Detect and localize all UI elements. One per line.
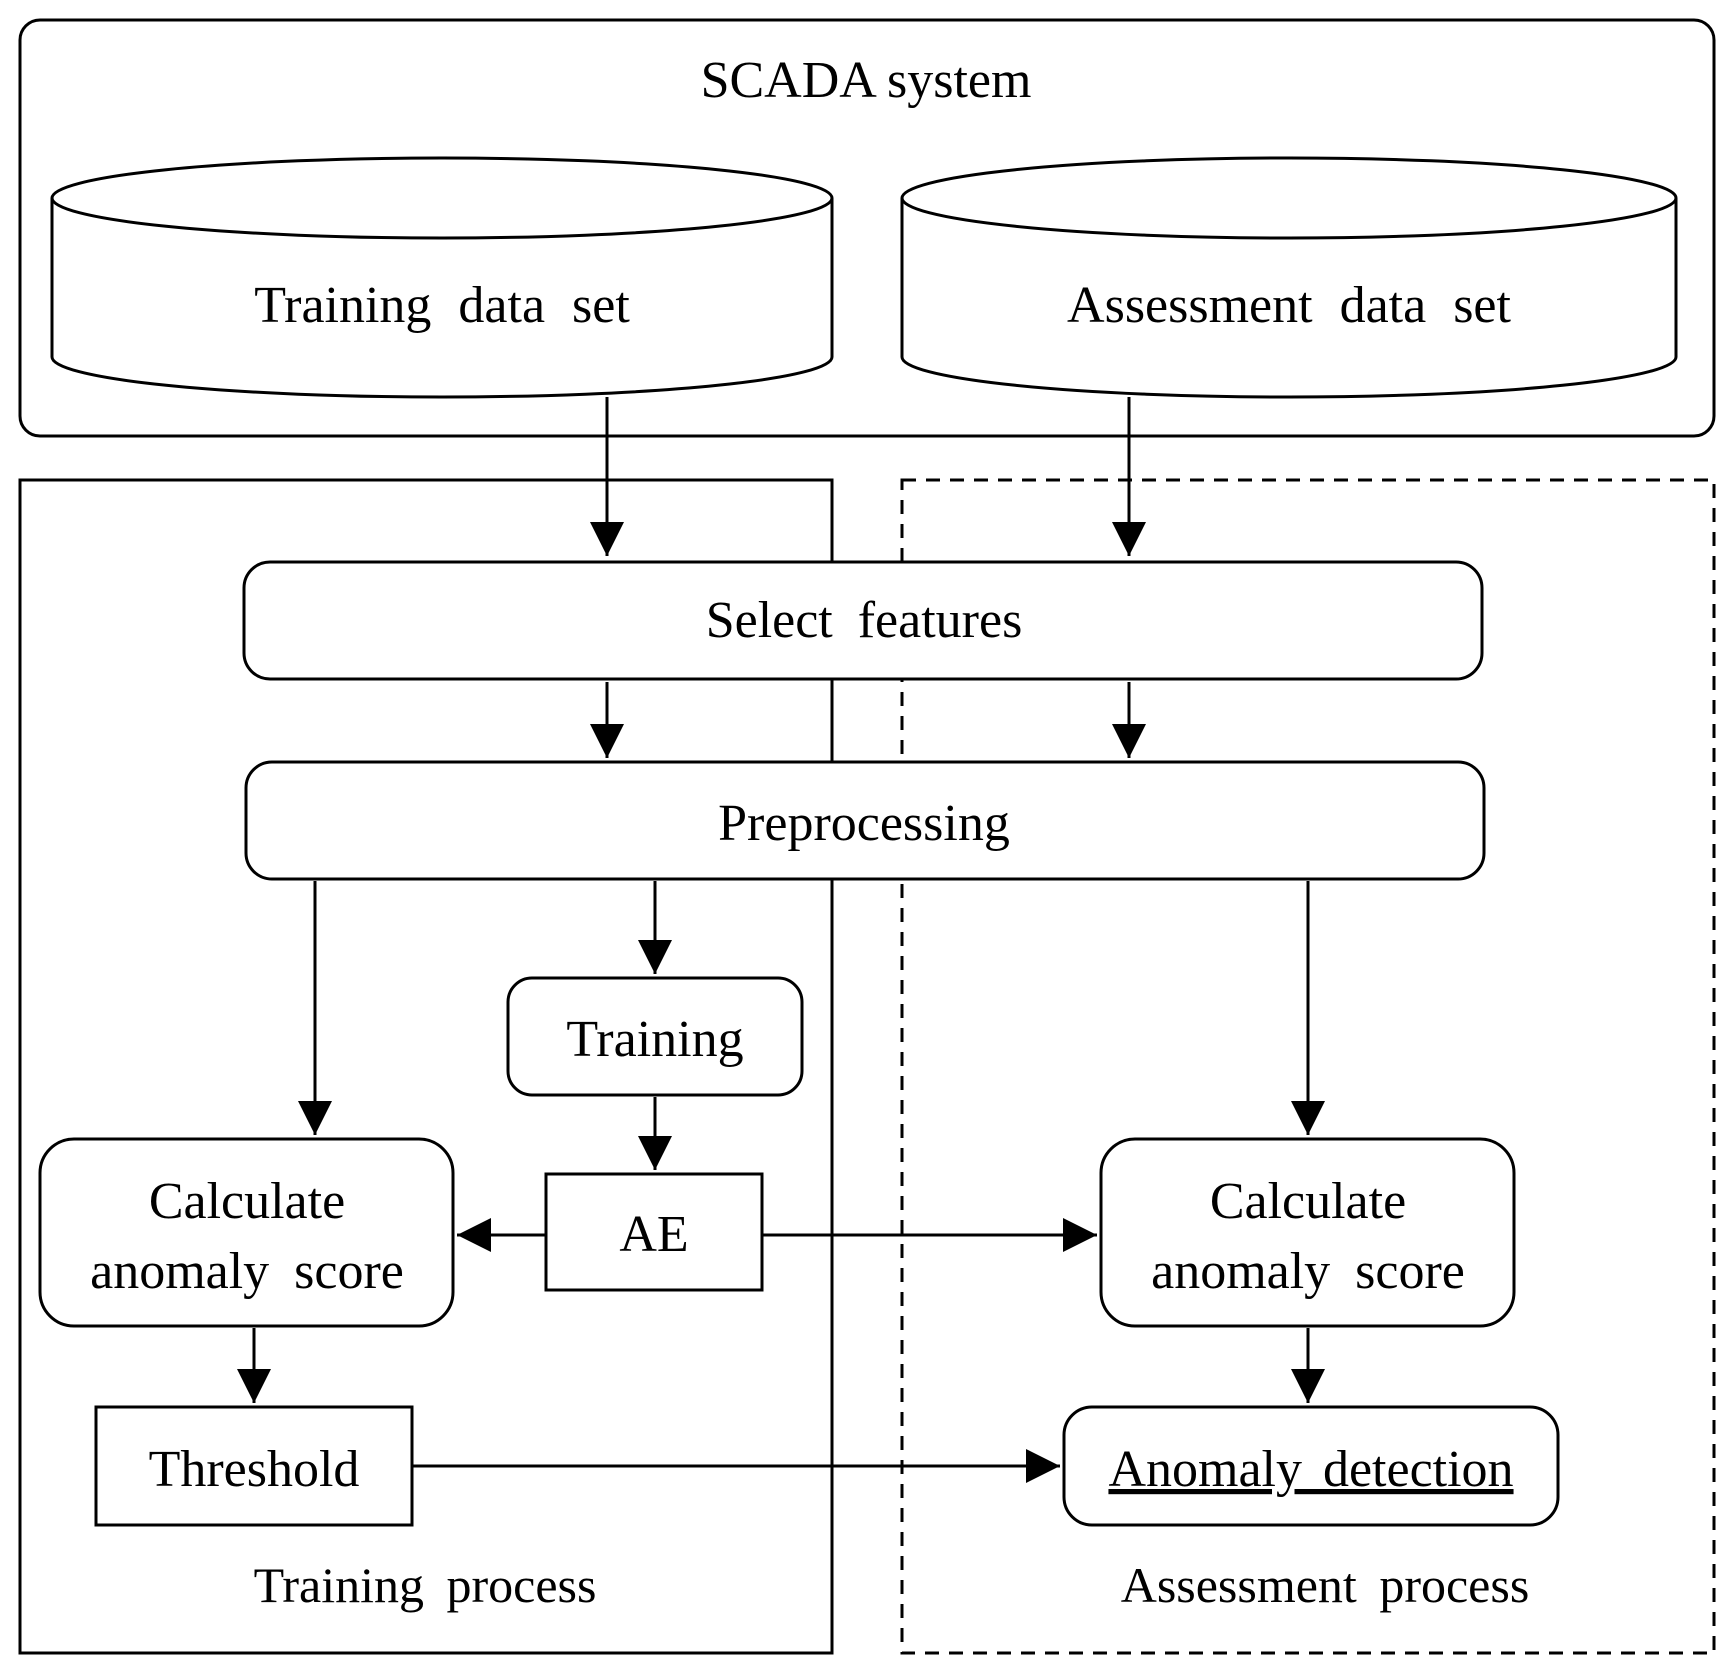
anomaly-detection-box [1062, 1405, 1560, 1527]
ae-box [544, 1172, 764, 1292]
preprocessing-label: Preprocessing [718, 795, 1010, 852]
scada-system-title: SCADA system [701, 52, 1032, 109]
flow-arrows [237, 397, 1325, 1483]
calc-score-left-box [38, 1137, 455, 1328]
assessment-data-set-cylinder: Assessment data set [900, 156, 1678, 399]
assessment-data-set-label: Assessment data set [1067, 277, 1511, 334]
scada-system-box [18, 18, 1716, 438]
training-process-group [18, 478, 834, 1655]
training-label: Training [566, 1011, 743, 1068]
threshold-box [94, 1405, 414, 1527]
assessment-process-label: Assessment process [1121, 1557, 1530, 1613]
threshold-label: Threshold [149, 1441, 360, 1498]
ae-label: AE [619, 1206, 688, 1263]
assessment-process-group [900, 478, 1716, 1655]
calc-score-right-line2: anomaly score [1151, 1243, 1465, 1300]
training-box [506, 976, 804, 1097]
training-data-set-cylinder: Training data set [50, 156, 834, 399]
select-features-label: Select features [706, 592, 1023, 649]
calc-score-right-line1: Calculate [1210, 1173, 1406, 1230]
calc-score-left-line1: Calculate [149, 1173, 345, 1230]
training-data-set-label: Training data set [254, 277, 630, 334]
select-features-box [242, 560, 1484, 681]
preprocessing-box [244, 760, 1486, 881]
calc-score-right-box [1099, 1137, 1516, 1328]
anomaly-detection-label: Anomaly detection [1108, 1441, 1513, 1498]
calc-score-left-line2: anomaly score [90, 1243, 404, 1300]
training-process-label: Training process [254, 1557, 597, 1613]
